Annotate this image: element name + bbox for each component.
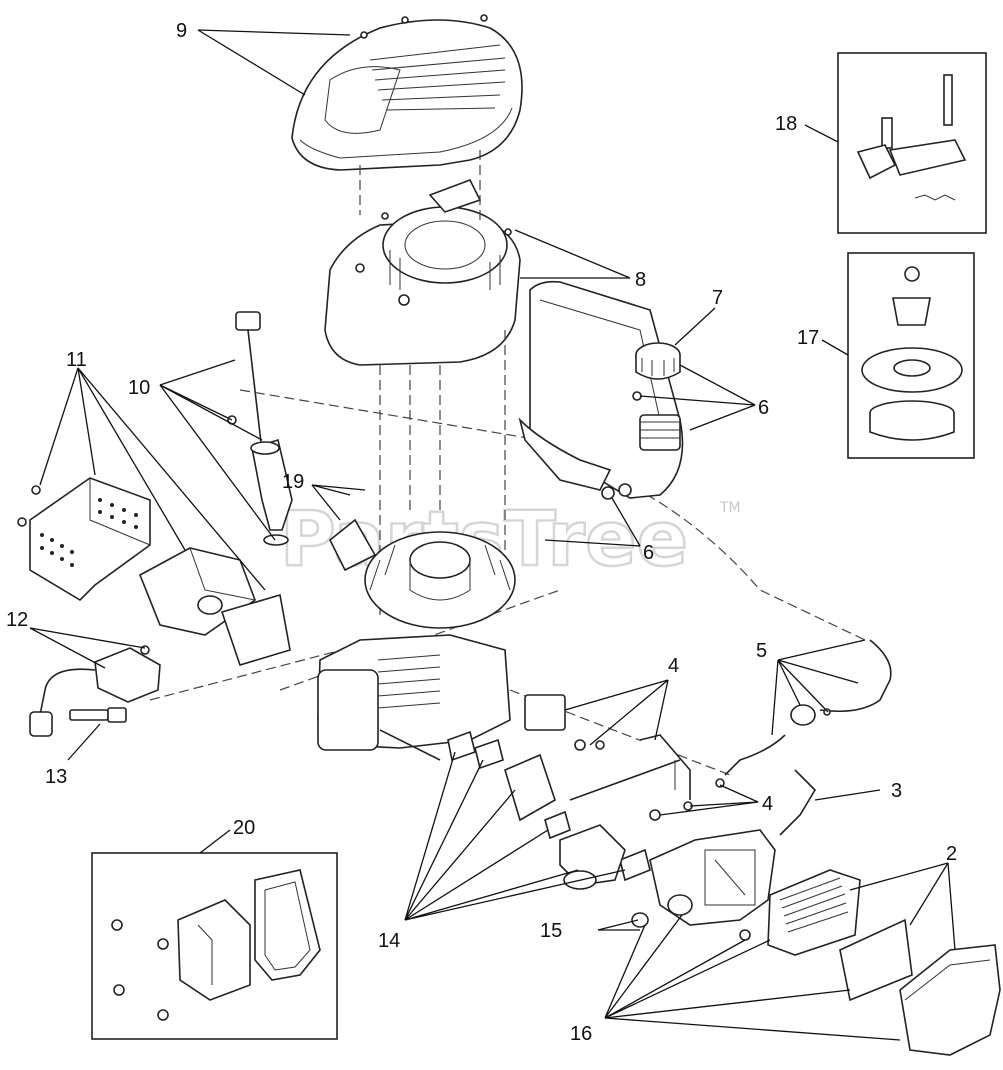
callout-4-upper: 4 xyxy=(668,655,679,677)
callout-15: 15 xyxy=(540,920,562,942)
governor-linkage[interactable] xyxy=(524,694,725,821)
callout-5: 5 xyxy=(756,640,767,662)
callout-labels: 9 8 7 6 6 10 11 19 12 13 4 4 5 3 2 14 15… xyxy=(6,20,957,1045)
callout-17: 17 xyxy=(797,327,819,349)
callout-9: 9 xyxy=(176,20,187,42)
callout-3: 3 xyxy=(891,780,902,802)
inset-17-flywheel-kit[interactable] xyxy=(847,252,975,459)
inset-18-throttle-bracket[interactable] xyxy=(837,52,987,234)
ignition-coil[interactable] xyxy=(29,645,161,737)
muffler-guard[interactable] xyxy=(17,477,151,602)
callout-2: 2 xyxy=(946,843,957,865)
callout-18: 18 xyxy=(775,113,797,135)
callout-13: 13 xyxy=(45,766,67,788)
callout-6-upper: 6 xyxy=(758,397,769,419)
flywheel[interactable] xyxy=(328,518,516,629)
callout-20: 20 xyxy=(233,817,255,839)
fuel-cap[interactable] xyxy=(632,342,681,401)
callout-6-lower: 6 xyxy=(643,542,654,564)
callout-19: 19 xyxy=(282,471,304,493)
carburetor[interactable] xyxy=(559,824,626,890)
fuel-line[interactable] xyxy=(724,639,892,836)
engine-block[interactable] xyxy=(317,634,511,761)
muffler[interactable] xyxy=(138,547,291,666)
callout-7: 7 xyxy=(712,287,723,309)
blower-housing-cover[interactable] xyxy=(291,14,523,171)
callout-8: 8 xyxy=(635,269,646,291)
leader-lines xyxy=(29,29,956,1041)
callout-11: 11 xyxy=(66,349,87,371)
callout-12: 12 xyxy=(6,609,28,631)
callout-14: 14 xyxy=(378,930,400,952)
callout-10: 10 xyxy=(128,377,150,399)
watermark-trademark: TM xyxy=(719,500,741,516)
spark-plug[interactable] xyxy=(69,707,127,723)
callout-4-lower: 4 xyxy=(762,793,773,815)
air-filter-base[interactable] xyxy=(631,829,776,941)
fuel-tank[interactable] xyxy=(518,280,684,500)
blower-housing[interactable] xyxy=(324,178,521,366)
dipstick-tube[interactable] xyxy=(227,311,293,546)
inset-20-valve-cover-kit[interactable] xyxy=(91,852,338,1040)
gaskets[interactable] xyxy=(447,730,651,882)
callout-16: 16 xyxy=(570,1023,592,1045)
air-filter-element[interactable] xyxy=(767,869,913,1002)
air-filter-cover[interactable] xyxy=(899,944,1001,1056)
